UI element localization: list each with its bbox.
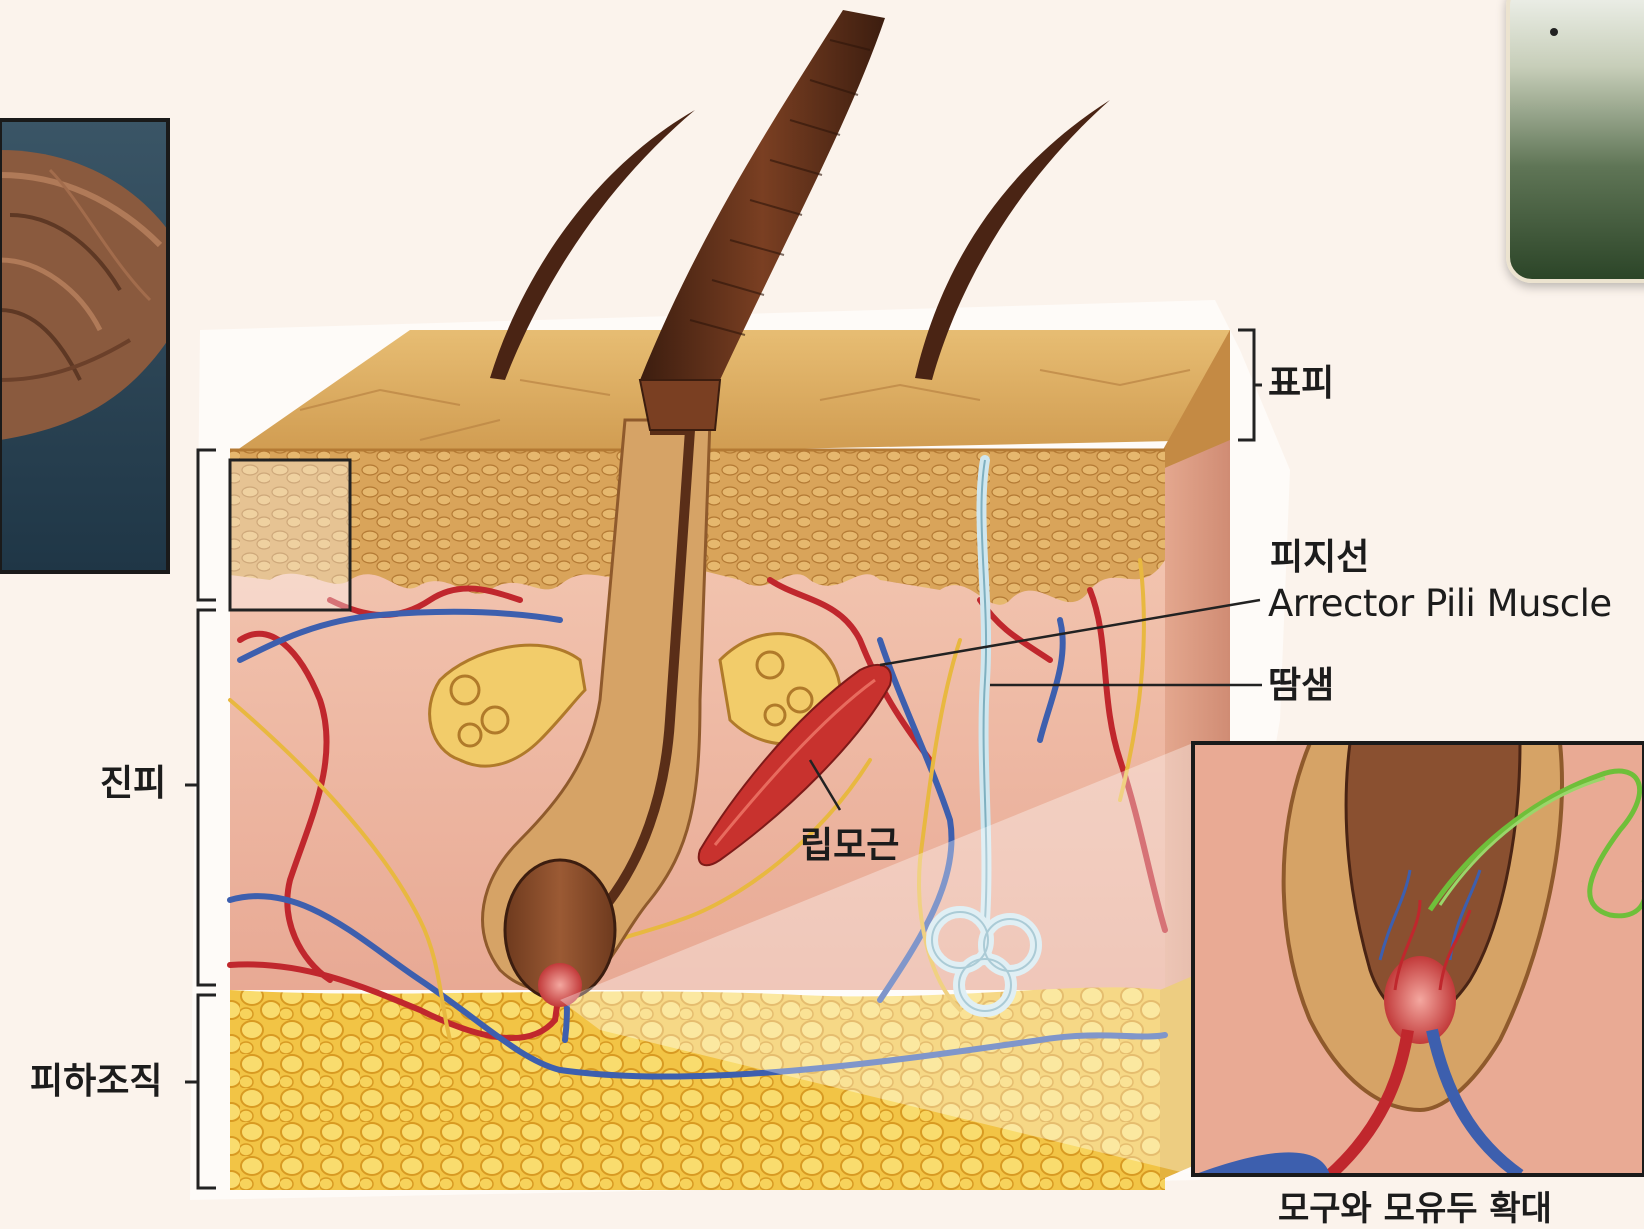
epidermis-zoom-marker — [230, 460, 350, 610]
hair-cuticle-photo — [0, 120, 168, 572]
label-sebaceous-gland: 피지선 — [1270, 540, 1369, 576]
label-sweat-gland: 땀샘 — [1268, 668, 1334, 704]
label-epidermis: 표피 — [1268, 366, 1334, 402]
label-zoom-caption: 모구와 모유두 확대 — [1278, 1192, 1552, 1226]
label-subcutaneous: 피하조직 — [30, 1064, 162, 1100]
label-muscle: 립모근 — [800, 828, 899, 864]
green-panel — [1506, 0, 1644, 283]
label-dermis: 진피 — [100, 766, 166, 802]
hair-bulb-zoom-inset — [1193, 743, 1644, 1175]
label-arrector-pili-muscle: Arrector Pili Muscle — [1268, 585, 1612, 622]
panel-dot — [1550, 28, 1558, 36]
